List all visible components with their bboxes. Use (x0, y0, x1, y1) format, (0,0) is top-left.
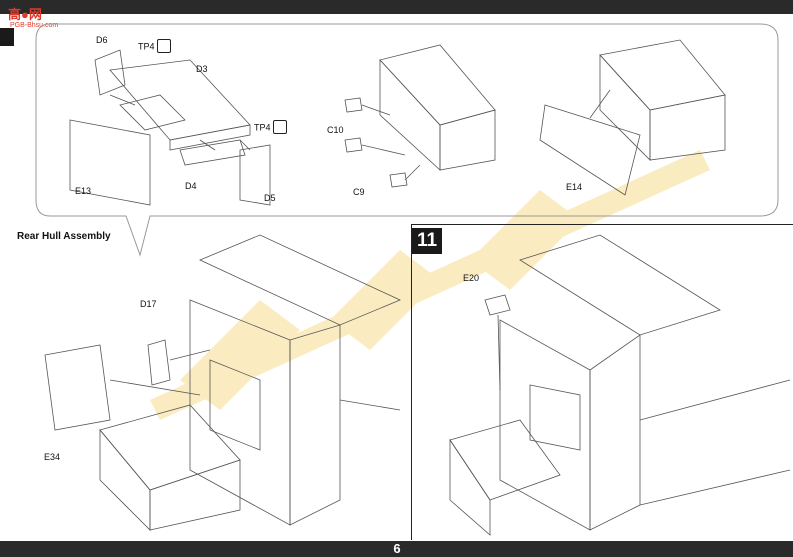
section-title: Rear Hull Assembly (17, 231, 111, 242)
step-divider-vertical (411, 224, 412, 540)
site-logo-url: PGB-Bhsu.com (10, 22, 59, 29)
part-label-d4: D4 (185, 181, 197, 191)
part-label-e13: E13 (75, 186, 92, 196)
part-label-tp4-right: TP4 (254, 120, 287, 135)
part-label-d3: D3 (196, 64, 208, 74)
heart-icon (156, 39, 171, 53)
part-label-d5: D5 (264, 193, 276, 203)
top-bar (0, 0, 793, 14)
page-number: 6 (393, 541, 401, 556)
tp4-text: TP4 (254, 122, 271, 133)
step-11-drawing (449, 234, 791, 536)
bottom-bar (0, 541, 793, 557)
part-label-tp4-top: TP4 (138, 39, 171, 54)
part-label-d17: D17 (140, 299, 157, 309)
part-label-e34: E34 (44, 452, 61, 462)
part-label-c9: C9 (353, 187, 365, 197)
callout-bubble (35, 23, 779, 257)
rear-hull-drawing (44, 234, 401, 531)
e14-drawing (539, 39, 726, 196)
heart-icon (272, 120, 287, 134)
part-label-e20: E20 (463, 273, 480, 283)
part-label-c10: C10 (327, 125, 344, 135)
step-number: 11 (412, 228, 442, 254)
site-logo: 高●网 (8, 7, 42, 22)
part-label-e14: E14 (566, 182, 583, 192)
previous-step-marker (0, 28, 14, 46)
part-label-d6: D6 (96, 35, 108, 45)
c9-c10-drawing (344, 44, 496, 188)
d3-plate-drawing (69, 49, 271, 206)
tp4-text: TP4 (138, 41, 155, 52)
step-divider-horizontal (411, 224, 793, 225)
